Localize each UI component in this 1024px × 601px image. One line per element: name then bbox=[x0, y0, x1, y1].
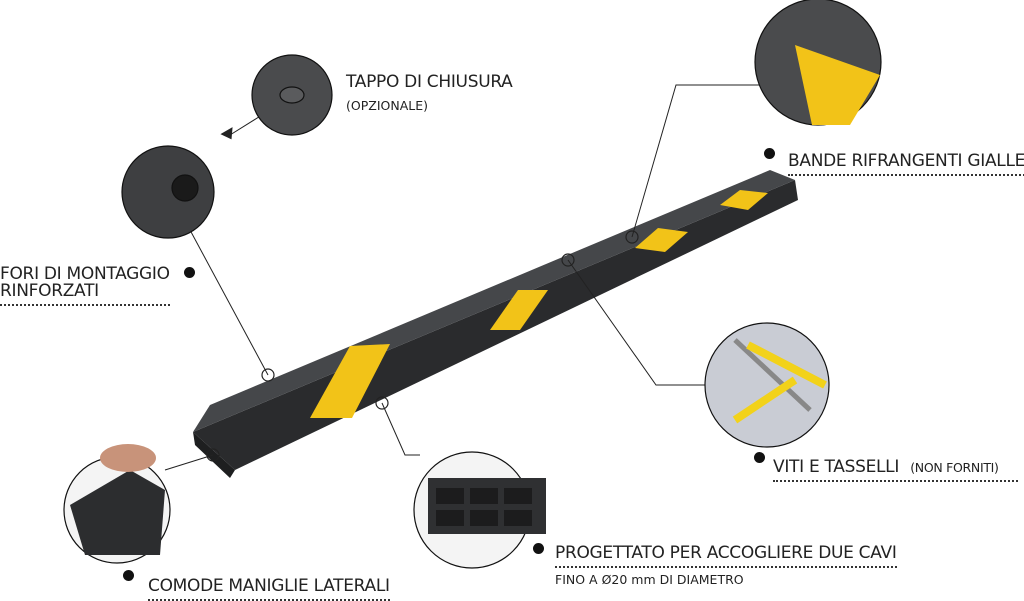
label-fori-1: FORI DI MONTAGGIO bbox=[0, 264, 170, 284]
reflective-stripes bbox=[310, 190, 768, 418]
bullet-icon bbox=[764, 148, 775, 159]
label-progettato: PROGETTATO PER ACCOGLIERE DUE CAVI bbox=[555, 543, 897, 568]
detail-screws bbox=[704, 322, 830, 448]
detail-cap bbox=[251, 54, 333, 136]
label-tappo-note: (OPZIONALE) bbox=[346, 98, 428, 113]
target-markers bbox=[206, 230, 639, 462]
label-viti: VITI E TASSELLI (NON FORNITI) bbox=[773, 457, 1018, 482]
label-maniglie: COMODE MANIGLIE LATERALI bbox=[148, 576, 390, 601]
detail-mounting-hole bbox=[121, 145, 215, 239]
detail-reflective-band bbox=[754, 0, 882, 126]
arrow-icon bbox=[220, 127, 233, 140]
bullet-icon bbox=[533, 543, 544, 554]
wheel-stop bbox=[193, 170, 798, 478]
label-viti-text: VITI E TASSELLI bbox=[773, 457, 900, 477]
detail-side-handle bbox=[63, 444, 171, 564]
label-fori-2: RINFORZATI bbox=[0, 281, 170, 306]
bullet-icon bbox=[184, 267, 195, 278]
leader-lines bbox=[164, 84, 772, 471]
label-viti-note: (NON FORNITI) bbox=[910, 460, 999, 475]
bullet-icon bbox=[754, 452, 765, 463]
detail-cable-channels bbox=[413, 451, 546, 569]
label-tappo: TAPPO DI CHIUSURA bbox=[346, 72, 513, 92]
bullet-icon bbox=[123, 570, 134, 581]
label-bande: BANDE RIFRANGENTI GIALLE bbox=[788, 151, 1024, 176]
label-progettato-note: FINO A Ø20 mm DI DIAMETRO bbox=[555, 572, 744, 587]
